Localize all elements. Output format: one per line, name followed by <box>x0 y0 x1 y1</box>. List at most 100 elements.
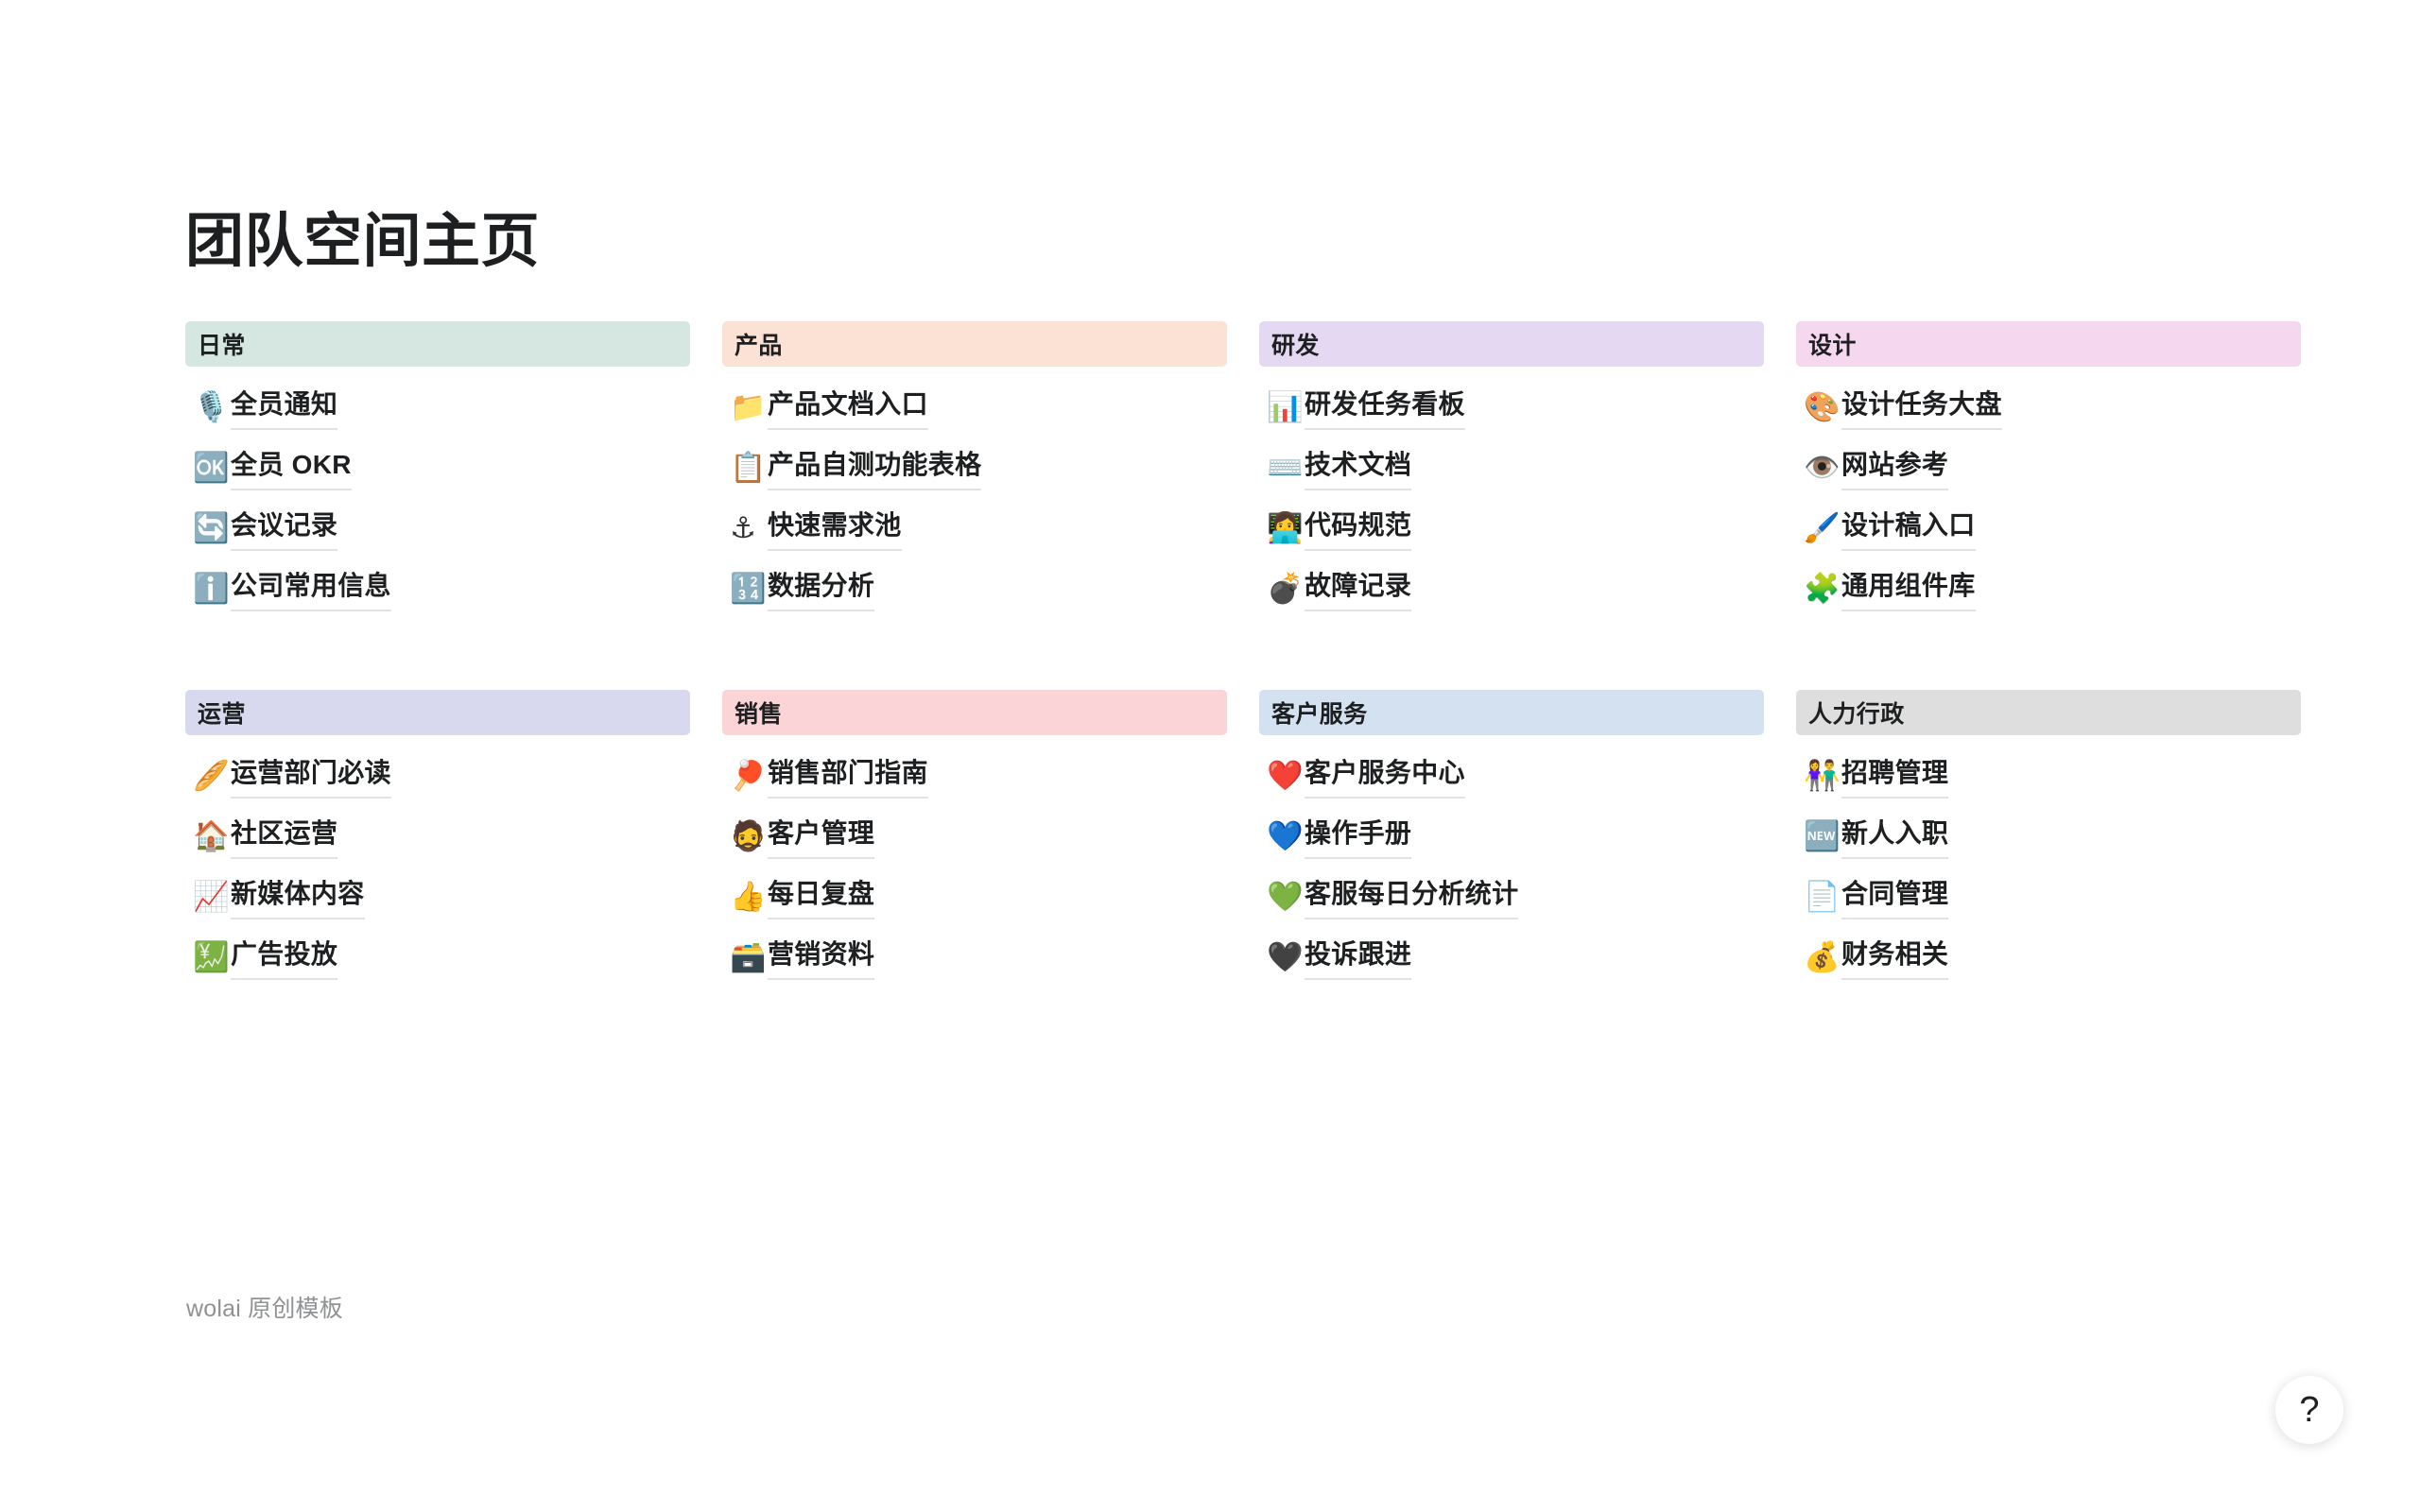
list-item[interactable]: 🖤投诉跟进 <box>1259 927 1764 988</box>
list-item[interactable]: 🥖运营部门必读 <box>185 746 690 806</box>
list-item[interactable]: 📋产品自测功能表格 <box>722 438 1227 498</box>
artist-palette-icon: 🎨 <box>1804 390 1841 424</box>
list-item-label[interactable]: 客户服务中心 <box>1305 754 1465 799</box>
page-facing-up-icon: 📄 <box>1804 880 1841 914</box>
list-item[interactable]: 📄合同管理 <box>1796 867 2301 927</box>
new-button-icon: 🆕 <box>1804 819 1841 853</box>
list-item-label[interactable]: 财务相关 <box>1841 936 1949 980</box>
list-item[interactable]: 👩‍💻代码规范 <box>1259 498 1764 558</box>
list-item[interactable]: ℹ️公司常用信息 <box>185 558 690 619</box>
section-title: 设计 <box>1808 333 1857 359</box>
list-item-label[interactable]: 操作手册 <box>1305 815 1412 859</box>
section-7: 人力行政👫招聘管理🆕新人入职📄合同管理💰财务相关 <box>1796 690 2301 988</box>
list-item[interactable]: 🔢数据分析 <box>722 558 1227 619</box>
list-item-label[interactable]: 技术文档 <box>1305 446 1412 490</box>
list-item-label[interactable]: 网站参考 <box>1841 446 1949 490</box>
list-item[interactable]: 💣故障记录 <box>1259 558 1764 619</box>
list-item[interactable]: 👫招聘管理 <box>1796 746 2301 806</box>
black-heart-icon: 🖤 <box>1267 940 1304 974</box>
list-item[interactable]: 🧩通用组件库 <box>1796 558 2301 619</box>
list-item[interactable]: 🎙️全员通知 <box>185 377 690 438</box>
list-item[interactable]: 🖌️设计稿入口 <box>1796 498 2301 558</box>
list-item-label[interactable]: 社区运营 <box>231 815 338 859</box>
list-item[interactable]: 🎨设计任务大盘 <box>1796 377 2301 438</box>
section-list: ❤️客户服务中心💙操作手册💚客服每日分析统计🖤投诉跟进 <box>1259 746 1764 988</box>
list-item-label[interactable]: 数据分析 <box>768 567 875 611</box>
section-5: 销售🏓销售部门指南🧔客户管理👍每日复盘🗃️营销资料 <box>722 690 1227 988</box>
list-item[interactable]: 🏓销售部门指南 <box>722 746 1227 806</box>
list-item-label[interactable]: 投诉跟进 <box>1305 936 1412 980</box>
arrows-counterclockwise-icon: 🔄 <box>193 511 230 545</box>
list-item-label[interactable]: 营销资料 <box>768 936 875 980</box>
list-item-label[interactable]: 合同管理 <box>1841 875 1949 919</box>
list-item[interactable]: ⌨️技术文档 <box>1259 438 1764 498</box>
section-list: 📊研发任务看板⌨️技术文档👩‍💻代码规范💣故障记录 <box>1259 377 1764 619</box>
section-2: 研发📊研发任务看板⌨️技术文档👩‍💻代码规范💣故障记录 <box>1259 321 1764 619</box>
list-item[interactable]: 👁️网站参考 <box>1796 438 2301 498</box>
list-item-label[interactable]: 设计稿入口 <box>1841 507 1976 551</box>
list-item-label[interactable]: 故障记录 <box>1305 567 1412 611</box>
section-title: 产品 <box>735 333 783 359</box>
list-item[interactable]: 💙操作手册 <box>1259 806 1764 867</box>
list-item-label[interactable]: 新人入职 <box>1841 815 1949 859</box>
list-item[interactable]: 📁产品文档入口 <box>722 377 1227 438</box>
input-numbers-icon: 🔢 <box>730 572 767 606</box>
list-item[interactable]: 👍每日复盘 <box>722 867 1227 927</box>
section-4: 运营🥖运营部门必读🏠社区运营📈新媒体内容💹广告投放 <box>185 690 690 988</box>
list-item[interactable]: 🏠社区运营 <box>185 806 690 867</box>
list-item[interactable]: 📊研发任务看板 <box>1259 377 1764 438</box>
list-item-label[interactable]: 会议记录 <box>231 507 338 551</box>
ok-button-icon: 🆗 <box>193 451 230 485</box>
list-item-label[interactable]: 全员 OKR <box>231 446 352 490</box>
section-list: 🥖运营部门必读🏠社区运营📈新媒体内容💹广告投放 <box>185 746 690 988</box>
list-item-label[interactable]: 客户管理 <box>768 815 875 859</box>
anchor-icon: ⚓ <box>730 511 756 545</box>
list-item-label[interactable]: 运营部门必读 <box>231 754 391 799</box>
red-heart-icon: ❤️ <box>1267 759 1304 793</box>
microphone-icon: 🎙️ <box>193 390 230 424</box>
section-header: 日常 <box>185 321 690 367</box>
list-item-label[interactable]: 每日复盘 <box>768 875 875 919</box>
list-item[interactable]: 📈新媒体内容 <box>185 867 690 927</box>
section-title: 人力行政 <box>1808 701 1905 728</box>
list-item-label[interactable]: 广告投放 <box>231 936 338 980</box>
list-item[interactable]: ❤️客户服务中心 <box>1259 746 1764 806</box>
list-item[interactable]: 💚客服每日分析统计 <box>1259 867 1764 927</box>
section-header: 设计 <box>1796 321 2301 367</box>
bearded-person-icon: 🧔 <box>730 819 767 853</box>
section-6: 客户服务❤️客户服务中心💙操作手册💚客服每日分析统计🖤投诉跟进 <box>1259 690 1764 988</box>
help-button[interactable]: ? <box>2275 1376 2343 1444</box>
list-item[interactable]: 🔄会议记录 <box>185 498 690 558</box>
list-item-label[interactable]: 全员通知 <box>231 386 338 430</box>
list-item-label[interactable]: 代码规范 <box>1305 507 1412 551</box>
section-list: 🎨设计任务大盘👁️网站参考🖌️设计稿入口🧩通用组件库 <box>1796 377 2301 619</box>
baguette-bread-icon: 🥖 <box>193 759 230 793</box>
list-item-label[interactable]: 产品自测功能表格 <box>768 446 982 490</box>
list-item-label[interactable]: 公司常用信息 <box>231 567 391 611</box>
list-item[interactable]: 🆕新人入职 <box>1796 806 2301 867</box>
section-title: 研发 <box>1271 333 1320 359</box>
list-item-label[interactable]: 快速需求池 <box>768 507 902 551</box>
chart-increasing-yen-icon: 💹 <box>193 940 230 974</box>
section-list: 📁产品文档入口📋产品自测功能表格⚓快速需求池🔢数据分析 <box>722 377 1227 619</box>
list-item-label[interactable]: 通用组件库 <box>1841 567 1976 611</box>
list-item[interactable]: 🧔客户管理 <box>722 806 1227 867</box>
list-item[interactable]: 🗃️营销资料 <box>722 927 1227 988</box>
list-item[interactable]: 🆗全员 OKR <box>185 438 690 498</box>
eye-icon: 👁️ <box>1804 451 1841 485</box>
list-item-label[interactable]: 设计任务大盘 <box>1841 386 2002 430</box>
woman-technologist-icon: 👩‍💻 <box>1267 511 1304 545</box>
thumbs-up-icon: 👍 <box>730 880 767 914</box>
list-item-label[interactable]: 销售部门指南 <box>768 754 928 799</box>
list-item-label[interactable]: 客服每日分析统计 <box>1305 875 1519 919</box>
list-item-label[interactable]: 研发任务看板 <box>1305 386 1465 430</box>
list-item-label[interactable]: 产品文档入口 <box>768 386 928 430</box>
footer-note: wolai 原创模板 <box>186 1296 343 1322</box>
list-item[interactable]: 💹广告投放 <box>185 927 690 988</box>
list-item[interactable]: 💰财务相关 <box>1796 927 2301 988</box>
list-item[interactable]: ⚓ 快速需求池 <box>722 498 1227 558</box>
list-item-label[interactable]: 招聘管理 <box>1841 754 1949 799</box>
list-item-label[interactable]: 新媒体内容 <box>231 875 365 919</box>
